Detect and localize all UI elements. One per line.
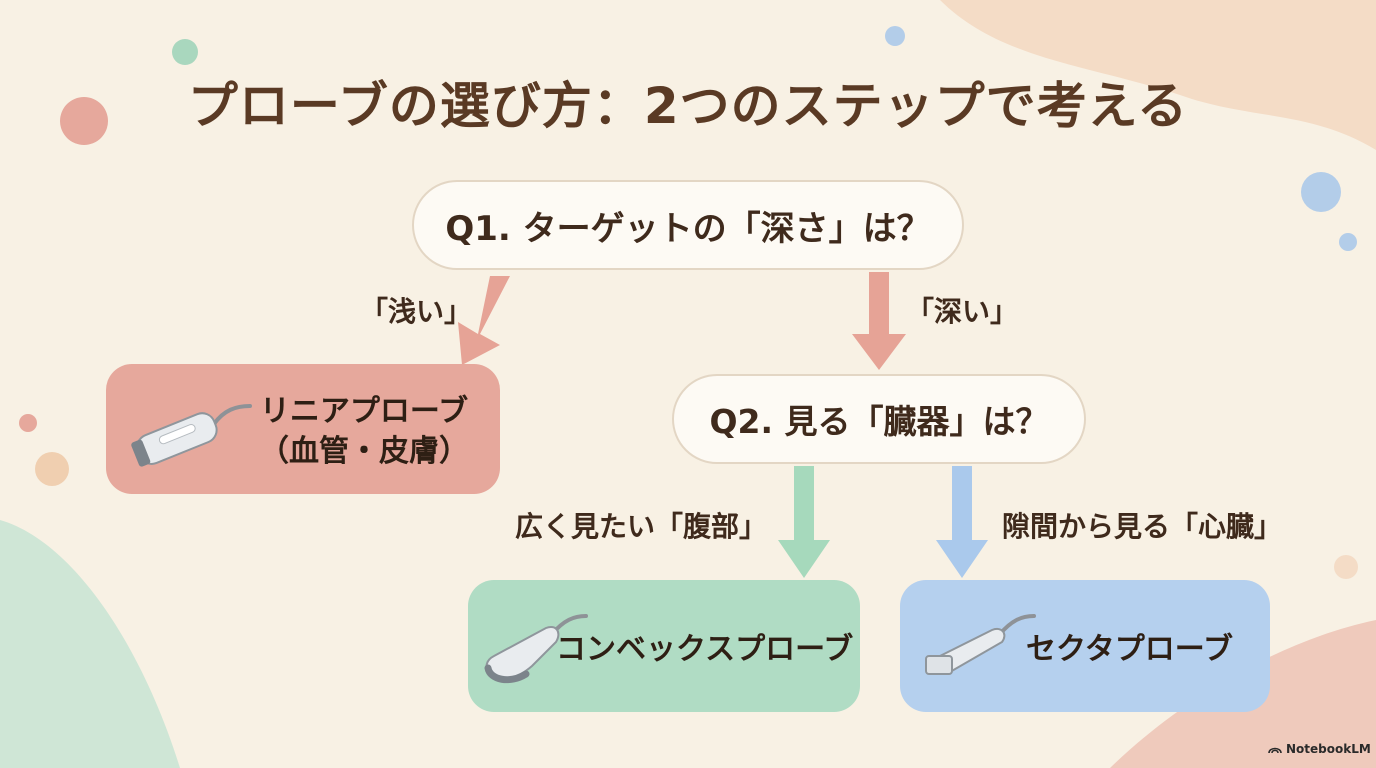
bg-dot	[1301, 172, 1341, 212]
question-organ: Q2. 見る「臓器」は？	[672, 374, 1086, 464]
question-organ-text: Q2. 見る「臓器」は？	[709, 402, 1049, 441]
bg-dot	[1334, 555, 1358, 579]
arrow-shallow	[458, 276, 510, 365]
bg-dot	[19, 414, 37, 432]
brand-watermark: NotebookLM	[1268, 742, 1371, 756]
bg-dot	[35, 452, 69, 486]
edge-label-shallow: 「浅い」	[360, 295, 473, 328]
arrow-deep	[852, 272, 906, 370]
result-linear-probe: リニアプローブ （血管・皮膚）	[106, 364, 500, 494]
convex-probe-label: コンベックスプローブ	[556, 632, 854, 667]
bg-dot	[172, 39, 198, 65]
question-depth-text: Q1. ターゲットの「深さ」は？	[445, 208, 931, 249]
notebooklm-logo-icon	[1268, 747, 1282, 754]
linear-probe-icon	[131, 404, 252, 467]
bg-dot	[60, 97, 108, 145]
linear-probe-label: リニアプローブ （血管・皮膚）	[228, 392, 500, 472]
arrow-abdomen	[778, 466, 830, 578]
arrow-heart	[936, 466, 988, 578]
convex-probe-icon	[484, 614, 588, 684]
bg-blob-top-right	[940, 0, 1376, 150]
question-depth: Q1. ターゲットの「深さ」は？	[412, 180, 964, 270]
sector-probe-icon	[925, 614, 1036, 675]
brand-name: NotebookLM	[1286, 742, 1371, 756]
result-sector-probe: セクタプローブ	[900, 580, 1270, 712]
bg-dot	[885, 26, 905, 46]
edge-label-deep: 「深い」	[906, 295, 1019, 328]
page-title: プローブの選び方：2つのステップで考える	[187, 77, 1189, 135]
edge-label-heart: 隙間から見る「心臓」	[1002, 510, 1283, 543]
linear-probe-name: リニアプローブ	[259, 394, 469, 429]
linear-probe-usage: （血管・皮膚）	[259, 434, 469, 469]
result-convex-probe: コンベックスプローブ	[468, 580, 860, 712]
bg-dot	[1339, 233, 1357, 251]
edge-label-abdomen: 広く見たい「腹部」	[515, 510, 768, 543]
sector-probe-label: セクタプローブ	[1026, 632, 1233, 667]
bg-blob-bottom-left	[0, 520, 180, 768]
